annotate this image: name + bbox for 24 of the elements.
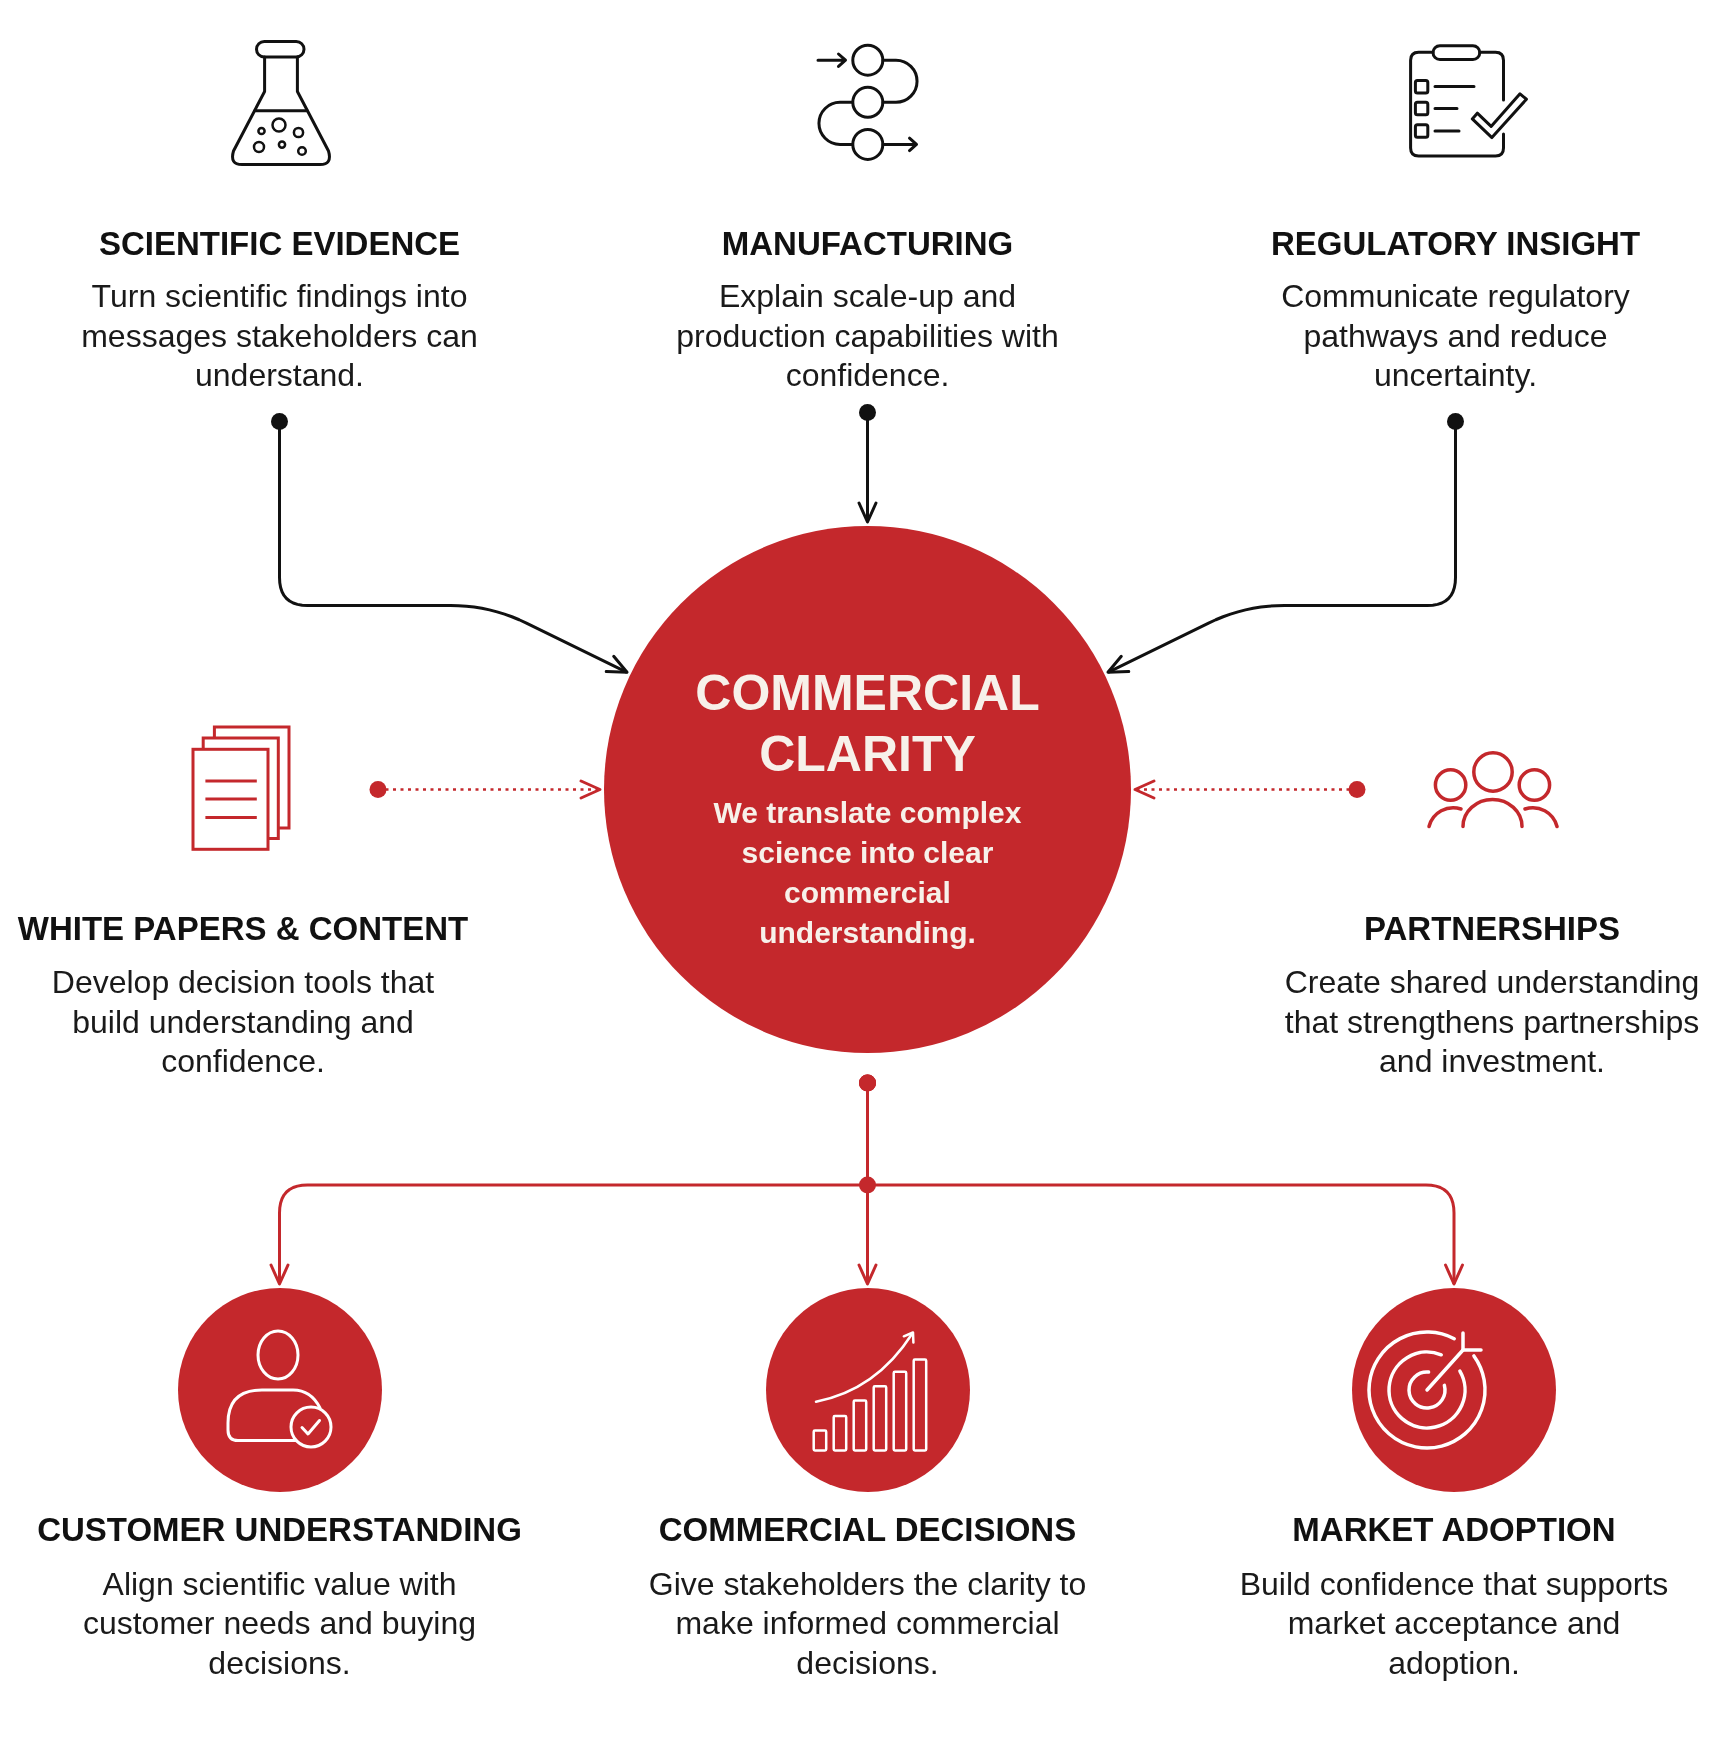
arrow [859,1074,1464,1286]
description-text: Explain scale-up and production capabilities with confidence. [675,277,1060,395]
section-heading: MARKET ADOPTION [1292,1510,1616,1550]
section-heading: COMMERCIAL DECISIONS [658,1510,1077,1550]
section-heading: WHITE PAPERS & CONTENT [17,908,469,949]
description-text: Build confidence that supports market acceptance and adoption. [1238,1564,1670,1683]
description-text: Develop decision tools that build understanding and confidence. [50,963,436,1081]
section-heading: CUSTOMER UNDERSTANDING [37,1510,522,1550]
dotted-arrow [369,779,602,800]
description-text: Give stakeholders the clarity to make informed commercial decisions. [647,1564,1088,1683]
arrow [1106,413,1464,674]
section-heading: REGULATORY INSIGHT [1270,224,1641,264]
section-heading: MANUFACTURING [721,224,1014,264]
description-text: Align scientific value with customer needs and buying decisions. [81,1564,478,1683]
hub-title: COMMERCIAL CLARITY [694,664,1041,784]
arrow [271,413,629,674]
description-text: Turn scientific findings into messages stakeholders can understand. [80,277,479,395]
section-heading: PARTNERSHIPS [1363,908,1621,949]
arrow [857,404,878,524]
dotted-arrow [1133,779,1366,800]
section-heading: SCIENTIFIC EVIDENCE [98,224,461,264]
hub-description: We translate complex science into clear commercial understanding. [712,795,1023,951]
description-text: Communicate regulatory pathways and reduce uncertainty. [1280,277,1631,395]
description-text: Create shared understanding that strengthens partnerships and investment. [1283,963,1701,1081]
